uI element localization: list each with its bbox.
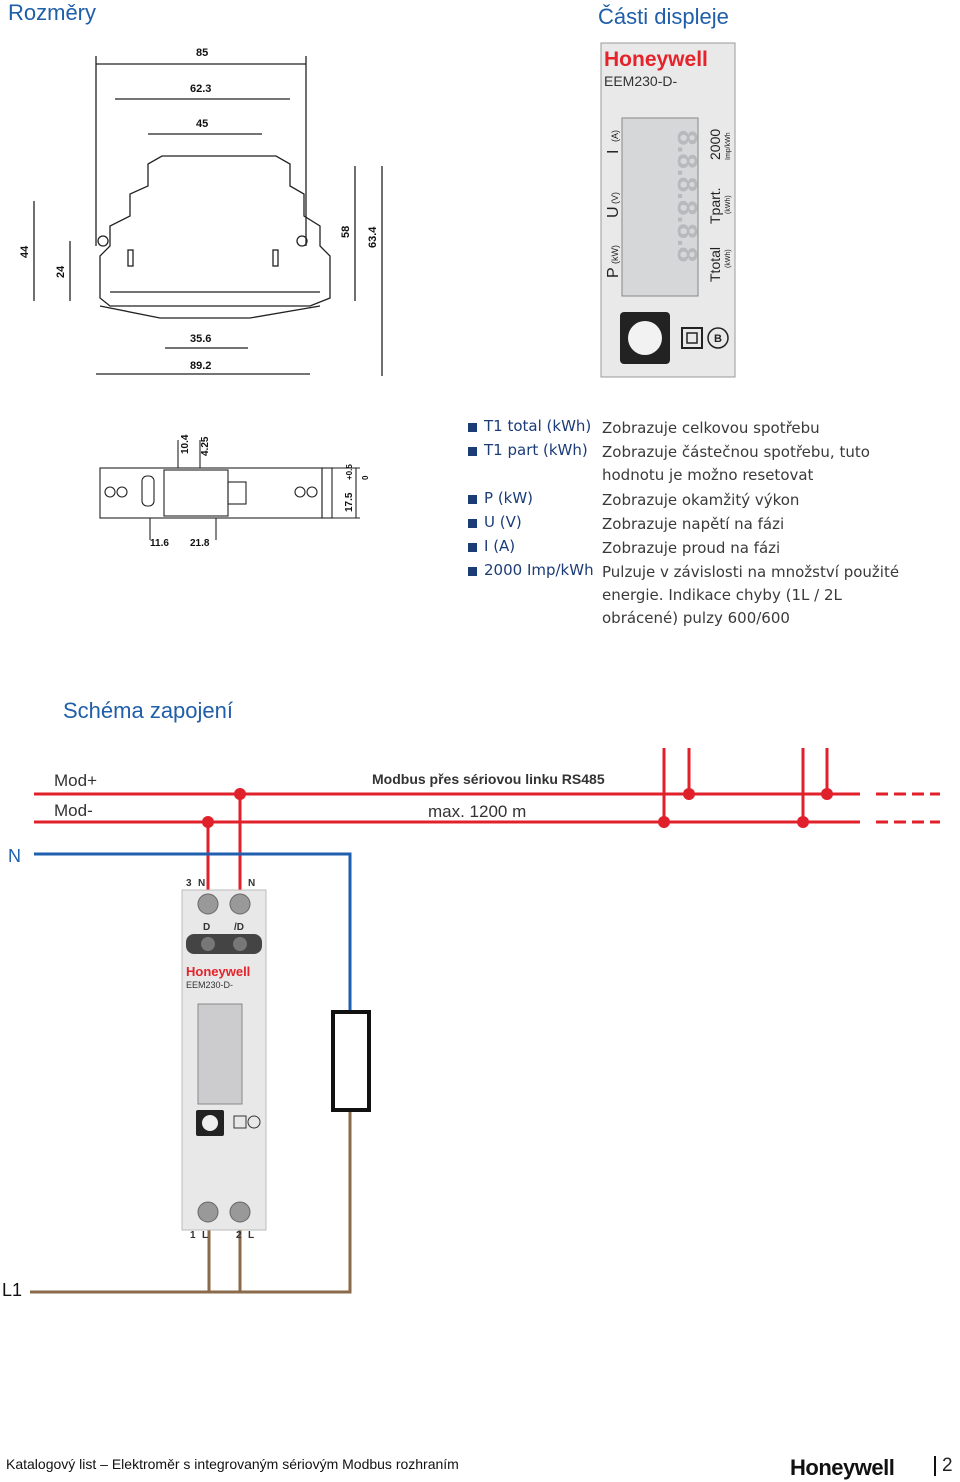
mod-plus-label: Mod+	[54, 771, 97, 790]
label-ttotal: Ttotal	[707, 247, 723, 282]
dim-85: 85	[196, 47, 208, 59]
legend-item: P (kW) Zobrazuje okamžitý výkon	[468, 489, 948, 513]
label-u: U	[605, 206, 622, 218]
terminal-l1: L	[202, 1230, 208, 1241]
mod-minus-label: Mod-	[54, 801, 93, 820]
label-p-unit: (kW)	[610, 245, 620, 264]
max-length-label: max. 1200 m	[428, 802, 526, 821]
label-i-unit: (A)	[610, 130, 620, 142]
class-b-icon	[707, 327, 729, 349]
legend-key: U (V)	[484, 513, 522, 531]
label-tpart: Tpart.	[707, 187, 723, 224]
l1-label: L1	[2, 1280, 22, 1300]
dim-104: 10.4	[180, 434, 191, 454]
legend-key: T1 total (kWh)	[484, 417, 592, 435]
dim-44: 44	[19, 245, 31, 258]
display-title: Části displeje	[598, 4, 729, 29]
display-brand: Honeywell	[604, 48, 708, 71]
legend-desc: Pulzuje v závislosti na množství použité…	[602, 563, 900, 627]
load-resistor	[331, 1010, 371, 1112]
legend-key: I (A)	[484, 537, 516, 555]
bullet-icon	[468, 447, 477, 456]
legend-key: 2000 Imp/kWh	[484, 561, 594, 579]
dim-175: 17.5	[344, 492, 355, 512]
dim-45: 45	[196, 118, 208, 130]
line-l1	[30, 1110, 352, 1294]
dimensions-title: Rozměry	[8, 0, 97, 25]
dim-24: 24	[55, 265, 67, 278]
terminal-3: 3	[186, 878, 192, 889]
footer-logo: Honeywell	[790, 1455, 895, 1480]
terminal-n2: N	[248, 878, 255, 889]
dim-62: 62.3	[190, 83, 211, 95]
legend-desc: Zobrazuje proud na fázi	[602, 539, 781, 557]
dim-218: 21.8	[190, 538, 210, 549]
terminal-2: 2	[236, 1230, 242, 1241]
label-tpart-unit: (kWh)	[725, 195, 732, 214]
legend-item: 2000 Imp/kWh Pulzuje v závislosti na mno…	[468, 561, 948, 633]
label-imp-unit: Imp/kWh	[725, 132, 732, 160]
display-legend: T1 total (kWh) Zobrazuje celkovou spotře…	[468, 417, 948, 633]
meter-model: EEM230-D-	[186, 980, 233, 990]
front-view-drawing: 10.4 4.25 11.6 21.8 17.5 +0.5 0	[99, 434, 370, 549]
legend-key: P (kW)	[484, 489, 534, 507]
label-u-unit: (V)	[610, 192, 620, 204]
page-number: 2	[934, 1456, 953, 1476]
bullet-icon	[468, 543, 477, 552]
wiring-diagram: Honeywell EEM230-D- 3 N N D /D 1 L 2 L M…	[2, 748, 940, 1300]
footer-text: Katalogový list – Elektroměr s integrova…	[6, 1456, 459, 1472]
terminal-nd: /D	[234, 922, 244, 933]
dimension-drawing: 85 62.3 45 35.6 89.2 44 24 58 63.4	[19, 47, 383, 376]
label-imp: 2000	[707, 129, 723, 160]
label-p: P	[605, 267, 622, 278]
legend-item: T1 total (kWh) Zobrazuje celkovou spotře…	[468, 417, 948, 441]
bus-label: Modbus přes sériovou linku RS485	[372, 771, 605, 787]
terminal-l2: L	[248, 1230, 254, 1241]
label-i: I	[605, 150, 622, 154]
display-model: EEM230-D-	[604, 73, 677, 89]
legend-desc: Zobrazuje okamžitý výkon	[602, 491, 800, 509]
legend-desc: Zobrazuje částečnou spotřebu, tuto hodno…	[602, 443, 870, 484]
terminal-1: 1	[190, 1230, 196, 1241]
bullet-icon	[468, 519, 477, 528]
bullet-icon	[468, 423, 477, 432]
dim-tol-plus: +0.5	[345, 464, 354, 480]
dim-634: 63.4	[367, 226, 379, 248]
dim-89: 89.2	[190, 360, 211, 372]
dim-425: 4.25	[200, 436, 211, 456]
terminal-n1: N	[198, 878, 205, 889]
neutral-label: N	[8, 846, 21, 866]
double-insulation-icon	[681, 327, 703, 349]
legend-desc: Zobrazuje celkovou spotřebu	[602, 419, 820, 437]
dim-tol-zero: 0	[361, 475, 370, 480]
legend-item: I (A) Zobrazuje proud na fázi	[468, 537, 948, 561]
display-image: Honeywell EEM230-D- 8.8.8.8.8.8 I (A) U …	[600, 42, 736, 378]
dim-35: 35.6	[190, 333, 211, 345]
lcd-segments: 8.8.8.8.8.8	[672, 130, 703, 262]
bullet-icon	[468, 567, 477, 576]
legend-key: T1 part (kWh)	[484, 441, 588, 459]
class-b-label: B	[714, 333, 722, 345]
legend-desc: Zobrazuje napětí na fázi	[602, 515, 785, 533]
meter-brand: Honeywell	[186, 964, 250, 979]
wiring-title: Schéma zapojení	[63, 698, 233, 723]
terminal-d: D	[203, 922, 210, 933]
button-circle-icon	[628, 321, 662, 355]
dim-116: 11.6	[150, 538, 169, 549]
legend-item: T1 part (kWh) Zobrazuje částečnou spotře…	[468, 441, 948, 489]
label-ttotal-unit: (kWh)	[725, 249, 732, 268]
legend-item: U (V) Zobrazuje napětí na fázi	[468, 513, 948, 537]
neutral-line	[34, 852, 352, 1012]
bullet-icon	[468, 495, 477, 504]
dim-58: 58	[340, 226, 352, 238]
